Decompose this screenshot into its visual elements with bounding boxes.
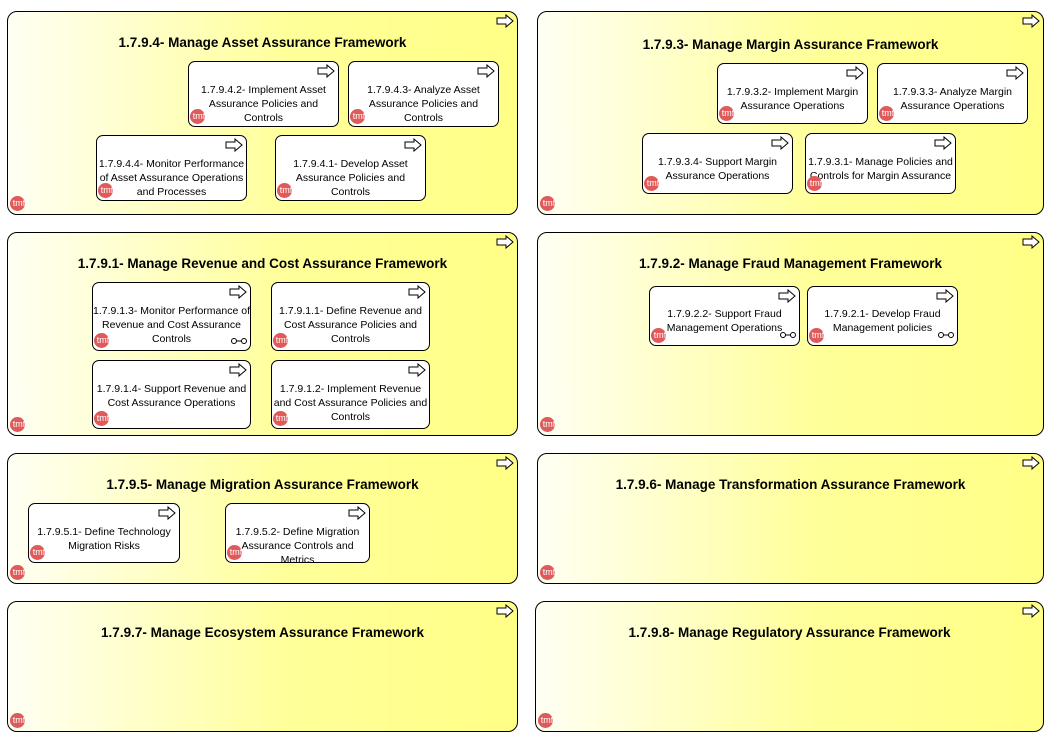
process-box-1-7-9-3-4[interactable]: 1.7.9.3.4- Support Margin Assurance Oper… bbox=[642, 133, 793, 194]
panel-1-7-9-8[interactable]: 1.7.9.8- Manage Regulatory Assurance Fra… bbox=[535, 601, 1044, 732]
process-arrow-icon bbox=[404, 138, 422, 152]
process-arrow-icon bbox=[408, 363, 426, 377]
process-arrow-icon bbox=[936, 289, 954, 303]
process-arrow-icon bbox=[1022, 604, 1040, 618]
panel-title: 1.7.9.3- Manage Margin Assurance Framewo… bbox=[642, 37, 939, 52]
panel-title: 1.7.9.4- Manage Asset Assurance Framewor… bbox=[118, 35, 407, 50]
tmf-badge-icon: tmf bbox=[94, 411, 109, 426]
tmf-badge-icon: tmf bbox=[10, 196, 25, 211]
tmf-badge-icon: tmf bbox=[879, 106, 894, 121]
panel-1-7-9-3[interactable]: 1.7.9.3- Manage Margin Assurance Framewo… bbox=[537, 11, 1044, 215]
process-box-1-7-9-1-2[interactable]: 1.7.9.1.2- Implement Revenue and Cost As… bbox=[271, 360, 430, 429]
process-label: 1.7.9.1.1- Define Revenue and Cost Assur… bbox=[278, 305, 423, 345]
process-box-1-7-9-3-2[interactable]: 1.7.9.3.2- Implement Margin Assurance Op… bbox=[717, 63, 868, 124]
panel-1-7-9-7[interactable]: 1.7.9.7- Manage Ecosystem Assurance Fram… bbox=[7, 601, 518, 732]
process-box-1-7-9-4-3[interactable]: 1.7.9.4.3- Analyze Asset Assurance Polic… bbox=[348, 61, 499, 127]
tmf-badge-icon: tmf bbox=[540, 196, 555, 211]
process-arrow-icon bbox=[1022, 14, 1040, 28]
tmf-badge-icon: tmf bbox=[719, 106, 734, 121]
tmf-badge-icon: tmf bbox=[651, 328, 666, 343]
process-arrow-icon bbox=[477, 64, 495, 78]
process-label: 1.7.9.5.2- Define Migration Assurance Co… bbox=[235, 526, 360, 566]
process-box-1-7-9-4-4[interactable]: 1.7.9.4.4- Monitor Performance of Asset … bbox=[96, 135, 247, 201]
tmf-badge-icon: tmf bbox=[277, 183, 292, 198]
process-arrow-icon bbox=[771, 136, 789, 150]
process-label: 1.7.9.2.2- Support Fraud Management Oper… bbox=[666, 308, 783, 334]
panel-title: 1.7.9.1- Manage Revenue and Cost Assuran… bbox=[77, 256, 448, 271]
tmf-badge-icon: tmf bbox=[540, 417, 555, 432]
process-arrow-icon bbox=[1022, 456, 1040, 470]
panel-1-7-9-2[interactable]: 1.7.9.2- Manage Fraud Management Framewo… bbox=[537, 232, 1044, 436]
process-box-1-7-9-4-1[interactable]: 1.7.9.4.1- Develop Asset Assurance Polic… bbox=[275, 135, 426, 201]
process-arrow-icon bbox=[1022, 235, 1040, 249]
process-label: 1.7.9.4.4- Monitor Performance of Asset … bbox=[98, 158, 245, 198]
process-arrow-icon bbox=[934, 136, 952, 150]
tmf-badge-icon: tmf bbox=[98, 183, 113, 198]
process-label: 1.7.9.4.3- Analyze Asset Assurance Polic… bbox=[367, 84, 480, 124]
tmf-badge-icon: tmf bbox=[807, 176, 822, 191]
tmf-badge-icon: tmf bbox=[540, 565, 555, 580]
process-label: 1.7.9.3.3- Analyze Margin Assurance Oper… bbox=[892, 86, 1013, 112]
process-box-1-7-9-3-1[interactable]: 1.7.9.3.1- Manage Policies and Controls … bbox=[805, 133, 956, 194]
process-arrow-icon bbox=[1006, 66, 1024, 80]
panel-title: 1.7.9.5- Manage Migration Assurance Fram… bbox=[106, 477, 419, 492]
panel-1-7-9-6[interactable]: 1.7.9.6- Manage Transformation Assurance… bbox=[537, 453, 1044, 584]
process-label: 1.7.9.1.2- Implement Revenue and Cost As… bbox=[273, 383, 428, 423]
process-label: 1.7.9.5.1- Define Technology Migration R… bbox=[37, 526, 171, 552]
tmf-badge-icon: tmf bbox=[273, 411, 288, 426]
process-label: 1.7.9.4.1- Develop Asset Assurance Polic… bbox=[293, 158, 408, 198]
process-label: 1.7.9.3.4- Support Margin Assurance Oper… bbox=[657, 156, 778, 182]
process-box-1-7-9-2-1[interactable]: 1.7.9.2.1- Develop Fraud Management poli… bbox=[807, 286, 958, 346]
panel-1-7-9-4[interactable]: 1.7.9.4- Manage Asset Assurance Framewor… bbox=[7, 11, 518, 215]
panel-title: 1.7.9.8- Manage Regulatory Assurance Fra… bbox=[628, 625, 951, 640]
tmf-badge-icon: tmf bbox=[10, 565, 25, 580]
tmf-badge-icon: tmf bbox=[273, 333, 288, 348]
chain-link-icon bbox=[231, 338, 247, 344]
tmf-badge-icon: tmf bbox=[30, 545, 45, 560]
chain-link-icon bbox=[938, 332, 954, 338]
process-arrow-icon bbox=[496, 235, 514, 249]
process-arrow-icon bbox=[496, 604, 514, 618]
process-box-1-7-9-3-3[interactable]: 1.7.9.3.3- Analyze Margin Assurance Oper… bbox=[877, 63, 1028, 124]
process-box-1-7-9-2-2[interactable]: 1.7.9.2.2- Support Fraud Management Oper… bbox=[649, 286, 800, 346]
panel-title: 1.7.9.7- Manage Ecosystem Assurance Fram… bbox=[101, 625, 424, 640]
process-box-1-7-9-1-3[interactable]: 1.7.9.1.3- Monitor Performance of Revenu… bbox=[92, 282, 251, 351]
process-label: 1.7.9.2.1- Develop Fraud Management poli… bbox=[824, 308, 941, 334]
process-arrow-icon bbox=[158, 506, 176, 520]
tmf-badge-icon: tmf bbox=[10, 713, 25, 728]
panel-title: 1.7.9.6- Manage Transformation Assurance… bbox=[615, 477, 966, 492]
tmf-badge-icon: tmf bbox=[94, 333, 109, 348]
process-arrow-icon bbox=[846, 66, 864, 80]
process-label: 1.7.9.1.4- Support Revenue and Cost Assu… bbox=[96, 383, 247, 409]
panel-1-7-9-5[interactable]: 1.7.9.5- Manage Migration Assurance Fram… bbox=[7, 453, 518, 584]
process-arrow-icon bbox=[229, 363, 247, 377]
process-box-1-7-9-1-4[interactable]: 1.7.9.1.4- Support Revenue and Cost Assu… bbox=[92, 360, 251, 429]
panel-1-7-9-1[interactable]: 1.7.9.1- Manage Revenue and Cost Assuran… bbox=[7, 232, 518, 436]
process-box-1-7-9-1-1[interactable]: 1.7.9.1.1- Define Revenue and Cost Assur… bbox=[271, 282, 430, 351]
tmf-badge-icon: tmf bbox=[227, 545, 242, 560]
process-arrow-icon bbox=[778, 289, 796, 303]
tmf-badge-icon: tmf bbox=[644, 176, 659, 191]
process-label: 1.7.9.1.3- Monitor Performance of Revenu… bbox=[93, 305, 250, 345]
process-box-1-7-9-4-2[interactable]: 1.7.9.4.2- Implement Asset Assurance Pol… bbox=[188, 61, 339, 127]
process-arrow-icon bbox=[348, 506, 366, 520]
tmf-badge-icon: tmf bbox=[538, 713, 553, 728]
process-arrow-icon bbox=[496, 14, 514, 28]
process-box-1-7-9-5-2[interactable]: 1.7.9.5.2- Define Migration Assurance Co… bbox=[225, 503, 370, 566]
process-arrow-icon bbox=[225, 138, 243, 152]
process-label: 1.7.9.4.2- Implement Asset Assurance Pol… bbox=[201, 84, 326, 124]
tmf-badge-icon: tmf bbox=[350, 109, 365, 124]
panel-title: 1.7.9.2- Manage Fraud Management Framewo… bbox=[638, 256, 943, 271]
tmf-badge-icon: tmf bbox=[809, 328, 824, 343]
tmf-badge-icon: tmf bbox=[10, 417, 25, 432]
process-label: 1.7.9.3.2- Implement Margin Assurance Op… bbox=[726, 86, 859, 112]
process-arrow-icon bbox=[317, 64, 335, 78]
process-label: 1.7.9.3.1- Manage Policies and Controls … bbox=[808, 156, 953, 182]
process-arrow-icon bbox=[496, 456, 514, 470]
chain-link-icon bbox=[780, 332, 796, 338]
process-box-1-7-9-5-1[interactable]: 1.7.9.5.1- Define Technology Migration R… bbox=[28, 503, 180, 563]
process-arrow-icon bbox=[408, 285, 426, 299]
process-arrow-icon bbox=[229, 285, 247, 299]
tmf-badge-icon: tmf bbox=[190, 109, 205, 124]
